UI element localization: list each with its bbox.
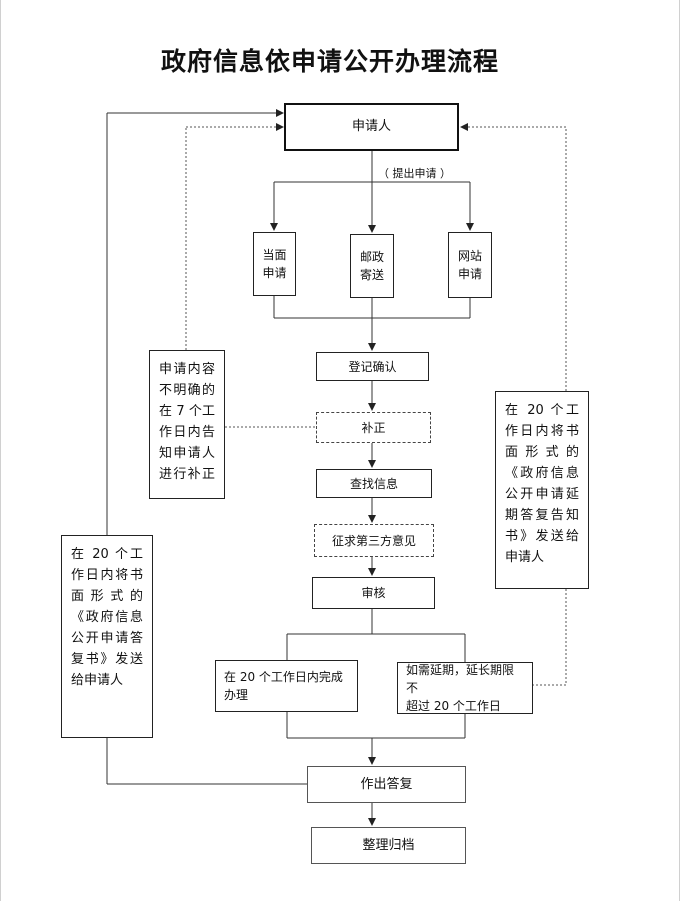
node-third-party-opinion: 征求第三方意见: [314, 524, 434, 557]
node-search-info: 查找信息: [316, 469, 432, 498]
node-mail-delivery: 邮政 寄送: [350, 234, 394, 298]
note-unclear-content: 申请内容不明确的在 7 个工作日内告知申请人进行补正: [149, 350, 225, 499]
node-extend-deadline: 如需延期，延长期限不 超过 20 个工作日: [397, 662, 533, 714]
node-archive: 整理归档: [311, 827, 466, 864]
node-website-application: 网站 申请: [448, 232, 492, 298]
node-applicant: 申请人: [284, 103, 459, 151]
submit-label: （ 提出申请 ）: [378, 167, 451, 180]
node-make-reply: 作出答复: [307, 766, 466, 803]
node-register-confirm: 登记确认: [316, 352, 429, 381]
note-extension-notice: 在 20 个工作日内将书面形式的《政府信息公开申请延期答复告知书》发送给申请人: [495, 391, 589, 589]
node-in-person-application: 当面 申请: [253, 232, 296, 296]
node-complete-in-20-days: 在 20 个工作日内完成 办理: [215, 660, 358, 712]
node-supplement: 补正: [316, 412, 431, 443]
note-reply-notice: 在 20 个工作日内将书面形式的《政府信息公开申请答复书》发送给申请人: [61, 535, 153, 738]
node-review: 审核: [312, 577, 435, 609]
page-title: 政府信息依申请公开办理流程: [160, 47, 499, 76]
page-border-left: [0, 0, 1, 901]
